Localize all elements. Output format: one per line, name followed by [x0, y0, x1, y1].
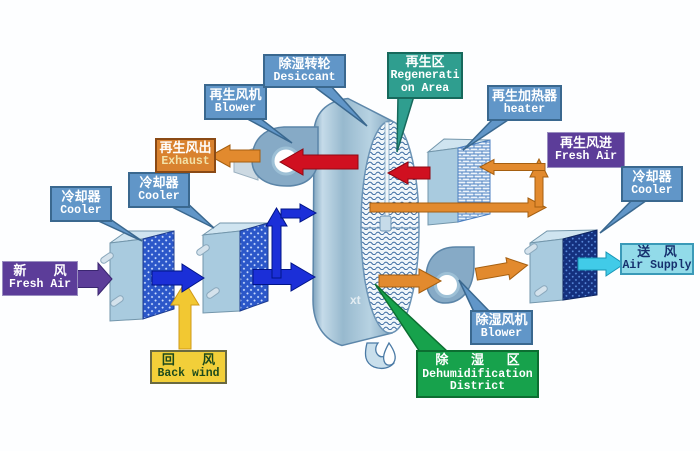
label-exhaust: 再生风出 Exhaust — [155, 138, 216, 173]
label-cooler-3: 冷却器 Cooler — [621, 166, 683, 202]
arrow-wheel-dehumid-fan — [378, 268, 443, 294]
cooler-2-block — [196, 222, 269, 314]
label-regen-blower: 再生风机 Blower — [204, 84, 267, 120]
label-regen-area: 再生区 Regenerati on Area — [387, 52, 463, 99]
label-desiccant: 除湿转轮 Desiccant — [263, 54, 346, 88]
label-cooler-1: 冷却器 Cooler — [50, 186, 112, 222]
label-dehumid-area: 除 湿 区 Dehumidification District — [416, 350, 539, 398]
arrow-heater-wheel — [386, 161, 431, 185]
arrow-cooler1-cooler2 — [151, 263, 205, 293]
arrow-fan-exhaust — [208, 144, 261, 168]
label-back-wind: 回 风 Back wind — [150, 350, 227, 384]
label-air-supply: 送 风 Air Supply — [620, 243, 694, 275]
flow-arrows — [73, 144, 625, 350]
arrow-branch-right — [280, 203, 318, 223]
arrow-purge-right — [369, 197, 548, 218]
arrow-cooler2-wheel — [252, 262, 316, 292]
cooler-1-block — [100, 230, 175, 322]
arrow-wheel-regen-fan — [278, 148, 359, 176]
label-fresh-air: 新 风 Fresh Air — [2, 261, 78, 296]
dehumid-blower-fan — [425, 246, 475, 304]
arrow-air-supply — [577, 251, 625, 277]
arrow-branch-up — [265, 207, 288, 279]
arrow-back-wind-up — [170, 281, 200, 350]
label-regen-fresh-air: 再生风进 Fresh Air — [547, 132, 625, 168]
wheel-hub — [379, 215, 392, 232]
label-fresh-air-en: Fresh Air — [8, 278, 72, 292]
label-cooler-2: 冷却器 Cooler — [128, 172, 190, 208]
desiccant-wheel: xt — [312, 97, 420, 347]
water-drop-icon — [364, 341, 396, 370]
arrow-purge-to-heater — [478, 158, 546, 176]
label-fresh-air-zh: 新 风 — [13, 264, 67, 280]
arrow-fan-cooler3 — [474, 257, 529, 281]
watermark-text: xt — [350, 293, 361, 307]
arrow-fresh-air-in — [73, 261, 113, 297]
label-dehumid-blower: 除湿风机 Blower — [470, 310, 533, 345]
label-heater: 再生加热器 heater — [487, 85, 562, 121]
